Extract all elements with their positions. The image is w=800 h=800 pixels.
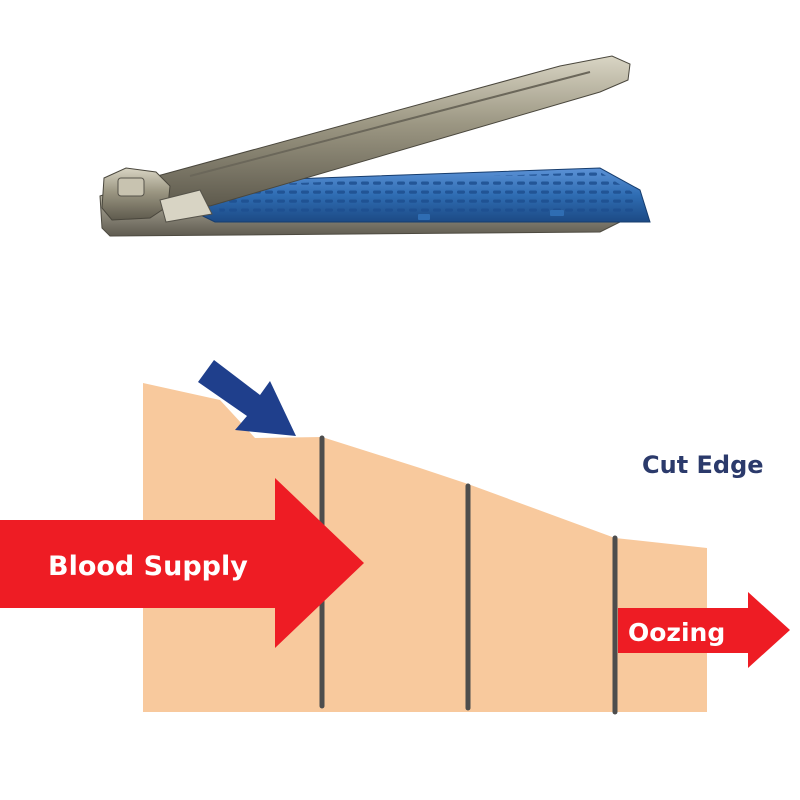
cut-edge-arrow — [198, 360, 296, 436]
blood-supply-label: Blood Supply — [48, 551, 248, 582]
surgical-stapler-icon — [99, 55, 651, 237]
stapler-hinge-detail — [117, 177, 145, 197]
tissue-diagram: Blood Supply Oozing Cut Edge — [0, 360, 790, 715]
oozing-arrow — [618, 592, 790, 668]
stapler-jaw-tip — [159, 189, 213, 223]
stapler-base-marks — [418, 210, 564, 220]
blood-supply-arrow — [0, 478, 364, 648]
oozing-label: Oozing — [628, 618, 725, 647]
stapler-cartridge-slots — [215, 172, 636, 214]
cut-edge-label: Cut Edge — [642, 451, 764, 479]
stapler-arm-groove — [189, 71, 591, 177]
